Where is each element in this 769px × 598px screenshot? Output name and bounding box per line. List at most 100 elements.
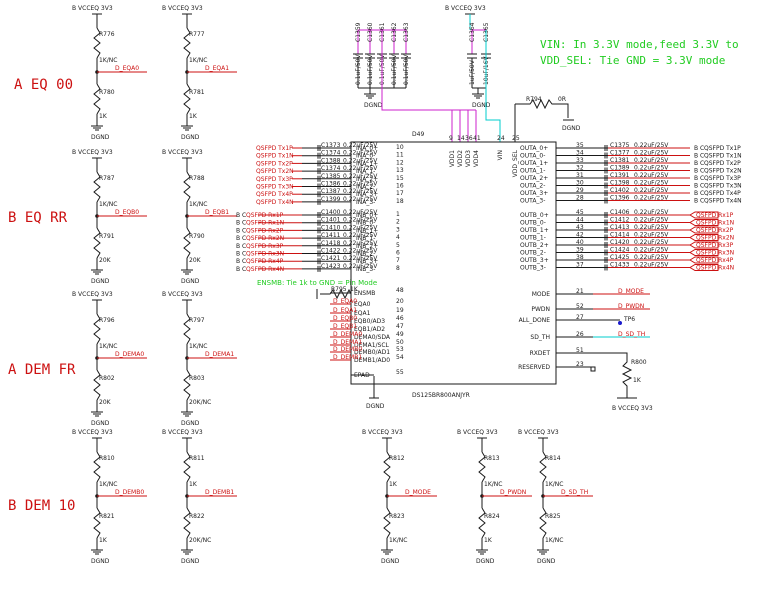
vin-rail	[485, 30, 501, 142]
ctrl-pin-20-num: 20	[396, 298, 404, 305]
out-pin-35-num: 35	[576, 142, 584, 149]
divider-r796-bot-ref: R802	[99, 375, 115, 382]
divider-r797-r-bot	[183, 369, 191, 401]
out-pin-38-port-icon	[689, 256, 719, 264]
rctrl-pin-21-name: MODE	[532, 291, 551, 298]
out-pin-34-net: QSFPD Tx1N	[704, 153, 742, 160]
in-pin-18-name: INA_3-	[356, 199, 375, 206]
divider-r776-top-ref: R776	[99, 31, 115, 38]
out-pin-42-net: QSFPD Rx2N	[696, 235, 734, 242]
divider-r788-top-val: 1K/NC	[189, 201, 207, 208]
out-pin-37-net: QSFPD Rx4N	[696, 265, 734, 272]
out-pin-29-name: OUTA_3+	[520, 190, 548, 197]
divider-r813-bot-val: 1K	[484, 537, 493, 544]
divider-r797-top-val: 1K/NC	[189, 343, 207, 350]
divider-r777-bot-ref: R781	[189, 89, 205, 96]
ic-ref: D49	[412, 131, 424, 138]
divider-r812-bot-ref: R823	[389, 513, 405, 520]
divider-r777-pwr-label: B VCCEQ 3V3	[162, 5, 203, 12]
divider-r787-pwr-label: B VCCEQ 3V3	[72, 149, 113, 156]
rctrl-pin-26-net: D_SD_TH	[618, 331, 645, 338]
rctrl-pin-27-name: ALL_DONE	[519, 317, 551, 324]
divider-r788-r-top	[183, 171, 191, 203]
divider-r811-r-top	[183, 451, 191, 483]
top-pin-name-41: VDD4	[473, 150, 480, 167]
out-pin-31-cap-val: 0.22uF/25V	[634, 172, 669, 179]
in-pin-15-cap-ref: C1385	[321, 173, 341, 180]
out-pin-30-name: OUTA_2-	[520, 183, 545, 190]
divider-r777-bot-val: 1K	[189, 113, 198, 120]
rctrl-pin-23-name: RESERVED	[518, 364, 550, 371]
out-pin-37-cap-ref: C1433	[610, 262, 630, 269]
top-pin-name-9: VDD1	[449, 150, 456, 167]
in-pin-13-name: INA_1-	[356, 168, 375, 175]
in-pin-17-cap-ref: C1387	[321, 188, 341, 195]
in-pin-11-num: 11	[396, 152, 404, 159]
top-pin-num-36: 36	[465, 135, 473, 142]
divider-r787-bot-val: 20K	[99, 257, 112, 264]
in-pin-18-cap-ref: C1399	[321, 196, 341, 203]
divider-r787-r-top	[93, 171, 101, 203]
out-pin-40-name: OUTB_2+	[520, 242, 549, 249]
divider-r811-top-val: 1K	[189, 481, 198, 488]
ctrl-pin-54-name: DEMB1/AD0	[354, 357, 390, 364]
divider-r810-net-label: D_DEMB0	[115, 489, 144, 496]
decap-group2-c1364-ref: C1364	[469, 22, 476, 42]
in-pin-17-name: INA_3+	[356, 191, 378, 198]
divider-r811-net-label: D_DEMB1	[205, 489, 234, 496]
in-pin-11-cap-ref: C1374	[321, 150, 341, 157]
out-pin-42-port-icon	[689, 234, 719, 241]
tx-in-net-0: QSFPD Tx1P	[256, 145, 293, 152]
ctrl-pin-53-net: D_DEMB0	[333, 346, 362, 353]
in-pin-4-cap-val: 0.22uF/25V	[343, 232, 378, 239]
in-pin-4-prefix: B C	[236, 235, 246, 242]
divider-r811-top-ref: R811	[189, 455, 205, 462]
divider-r814-pwr-label: B VCCEQ 3V3	[518, 429, 559, 436]
in-pin-15-cap-val: 0.22uF/25V	[343, 173, 378, 180]
in-pin-5-net: QSFPD Rx3P	[246, 243, 284, 250]
in-pin-8-name: INB_3-	[356, 266, 375, 273]
in-pin-16-num: 16	[396, 183, 404, 190]
rctrl-pin-26-num: 26	[576, 331, 584, 338]
in-pin-1-net: QSFPD Rx1P	[246, 212, 284, 219]
divider-r796-net-label: D_DEMA0	[115, 351, 144, 358]
divider-r776-net-label: D_EQA0	[115, 65, 139, 72]
in-pin-4-num: 4	[396, 234, 400, 241]
section-label-a-eq: A EQ 00	[14, 77, 73, 93]
divider-r812-top-val: 1K	[389, 481, 398, 488]
out-pin-34-prefix: B C	[694, 153, 704, 160]
ctrl-pin-55-num: 55	[396, 369, 404, 376]
out-pin-32-name: OUTA_1-	[520, 168, 545, 175]
out-pin-32-prefix: B C	[694, 168, 704, 175]
divider-r777-net-label: D_EQA1	[205, 65, 229, 72]
in-pin-2-num: 2	[396, 219, 400, 226]
r800-ref: R800	[631, 359, 647, 366]
in-pin-2-prefix: B C	[236, 220, 246, 227]
in-pin-11-cap-val: 0.22uF/25V	[343, 150, 378, 157]
in-pin-1-cap-val: 0.22uF/25V	[343, 209, 378, 216]
ctrl-pin-46-net: D_EQB0	[333, 315, 357, 322]
in-pin-3-net: QSFPD Rx2P	[246, 227, 284, 234]
divider-r797-net-label: D_DEMA1	[205, 351, 234, 358]
out-pin-40-port-icon	[689, 241, 719, 249]
decap-group1-c1363-ref: C1363	[403, 22, 410, 42]
ctrl-pin-48-name: ENSMB	[354, 290, 375, 297]
ctrl-pin-47-num: 47	[396, 323, 404, 330]
out-pin-43-cap-ref: C1413	[610, 224, 630, 231]
out-pin-44-cap-val: 0.22uF/25V	[634, 217, 669, 224]
rctrl-pin-52-name: PWDN	[531, 306, 550, 313]
in-pin-10-cap-val: 0.22uF/25V	[343, 142, 378, 149]
divider-r813-top-val: 1K/NC	[484, 481, 502, 488]
ctrl-pin-19-num: 19	[396, 307, 404, 314]
out-pin-45-net: QSFPD Rx1P	[696, 212, 734, 219]
decap-group1-c1360-ref: C1360	[367, 22, 374, 42]
divider-r788-bot-val: 20K	[189, 257, 202, 264]
out-pin-45-port-icon	[689, 211, 719, 219]
out-pin-34-num: 34	[576, 150, 584, 157]
r794-resistor	[515, 98, 569, 118]
ctrl-pin-46-name: EQB0/AD3	[354, 318, 385, 325]
